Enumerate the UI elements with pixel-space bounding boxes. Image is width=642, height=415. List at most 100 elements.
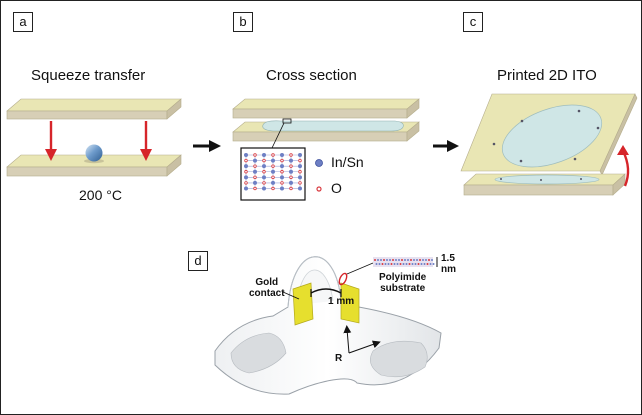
- in-sn-atom: [289, 180, 293, 185]
- in-sn-atom: [244, 153, 248, 157]
- thickness-label-unit: nm: [441, 264, 456, 275]
- in-sn-atom: [280, 186, 284, 191]
- atomic-layer: [374, 259, 435, 265]
- in-sn-atom: [298, 153, 302, 157]
- zoom-marker: [338, 272, 348, 286]
- layer-atom: [426, 263, 429, 265]
- oxygen-legend-label: O: [331, 180, 342, 196]
- layer-atom: [381, 263, 384, 265]
- oxygen-atom: [271, 164, 275, 168]
- layer-atom: [398, 259, 400, 261]
- oxygen-atom: [289, 153, 293, 157]
- panel-a-graphics: [6, 98, 182, 177]
- gold-contact-label-line2: contact: [249, 288, 285, 299]
- substrate-label-line2: substrate: [380, 283, 426, 294]
- layer-atom: [392, 259, 394, 261]
- layer-atom: [428, 259, 430, 261]
- layer-atom: [380, 259, 382, 261]
- printed-film-top: [501, 104, 603, 168]
- panel-label-c: c: [463, 12, 483, 32]
- in-sn-atom: [280, 153, 284, 157]
- layer-atom: [431, 259, 433, 261]
- in-sn-atom: [280, 164, 284, 169]
- press-arrow-right: [140, 121, 152, 161]
- layer-atom: [395, 259, 397, 261]
- layer-atom: [402, 263, 405, 265]
- panel-b-title: Cross section: [266, 67, 357, 84]
- gold-contact-left: [292, 282, 314, 326]
- oxygen-atom: [244, 181, 248, 185]
- oxygen-atom: [280, 158, 284, 163]
- metal-droplet: [85, 144, 103, 162]
- in-sn-atom: [244, 164, 248, 169]
- radius-line-2: [348, 340, 381, 354]
- panel-d-graphics: [214, 256, 442, 395]
- in-sn-legend-label: In/Sn: [331, 154, 364, 170]
- panel-b-graphics: [232, 98, 420, 201]
- layer-atom: [377, 259, 379, 261]
- layer-atom: [374, 259, 376, 261]
- in-sn-atom: [253, 169, 257, 174]
- oxygen-atom: [262, 170, 266, 174]
- radius-label: R: [335, 353, 343, 364]
- oxygen-atom: [280, 181, 284, 185]
- layer-atom: [375, 263, 378, 265]
- oxygen-atom: [298, 158, 302, 163]
- in-sn-atom: [298, 164, 302, 169]
- in-sn-atom: [253, 180, 257, 185]
- in-sn-atom: [271, 180, 275, 185]
- oxygen-atom: [244, 170, 248, 174]
- top-plate-side: [6, 110, 168, 120]
- oxygen-atom: [298, 170, 302, 174]
- layer-atom: [405, 263, 408, 265]
- in-sn-atom: [271, 158, 275, 163]
- printed-film-bottom: [494, 174, 600, 185]
- step-arrow-2: [433, 140, 459, 152]
- layer-atom: [410, 259, 412, 261]
- layer-atom: [399, 263, 402, 265]
- substrate-label: Polyimide substrate: [379, 272, 426, 294]
- layer-atom: [416, 259, 418, 261]
- oxygen-atom: [253, 175, 257, 180]
- oxygen-atom: [244, 158, 248, 163]
- in-sn-atom: [280, 175, 284, 180]
- layer-atom: [404, 259, 406, 261]
- layer-atom: [420, 263, 423, 265]
- layer-atom: [417, 263, 420, 265]
- oxygen-atom: [253, 186, 257, 191]
- layer-atom: [387, 263, 390, 265]
- panel-c-title: Printed 2D ITO: [497, 67, 597, 84]
- oxygen-atom: [271, 153, 275, 157]
- panel-a-title: Squeeze transfer: [31, 67, 146, 84]
- in-sn-atom: [244, 186, 248, 191]
- in-sn-atom: [298, 186, 302, 191]
- layer-stack-inset: [373, 257, 433, 267]
- in-sn-atom: [289, 169, 293, 174]
- in-sn-atom: [262, 164, 266, 169]
- gold-contact-label: Gold contact: [249, 277, 285, 299]
- oxygen-atom: [253, 153, 257, 157]
- in-sn-atom: [262, 175, 266, 180]
- radius-line-1: [343, 325, 352, 354]
- layer-atom: [414, 263, 417, 265]
- panel-label-a: a: [13, 12, 33, 32]
- layer-atom: [407, 259, 409, 261]
- in-sn-legend-marker: [315, 159, 323, 167]
- gold-contact-label-line1: Gold: [255, 277, 279, 288]
- oxygen-legend-marker: [316, 186, 322, 192]
- layer-atom: [425, 259, 427, 261]
- layer-atom: [390, 263, 393, 265]
- press-arrow-left: [45, 121, 57, 161]
- oxygen-atom: [262, 181, 266, 185]
- layer-atom: [411, 263, 414, 265]
- layer-atom: [396, 263, 399, 265]
- top-plate: [6, 98, 182, 112]
- layer-atom: [401, 259, 403, 261]
- squeezed-film: [262, 120, 404, 132]
- layer-atom: [384, 263, 387, 265]
- in-sn-atom: [289, 158, 293, 163]
- oxygen-atom: [289, 186, 293, 191]
- gold-contact-right: [340, 282, 360, 324]
